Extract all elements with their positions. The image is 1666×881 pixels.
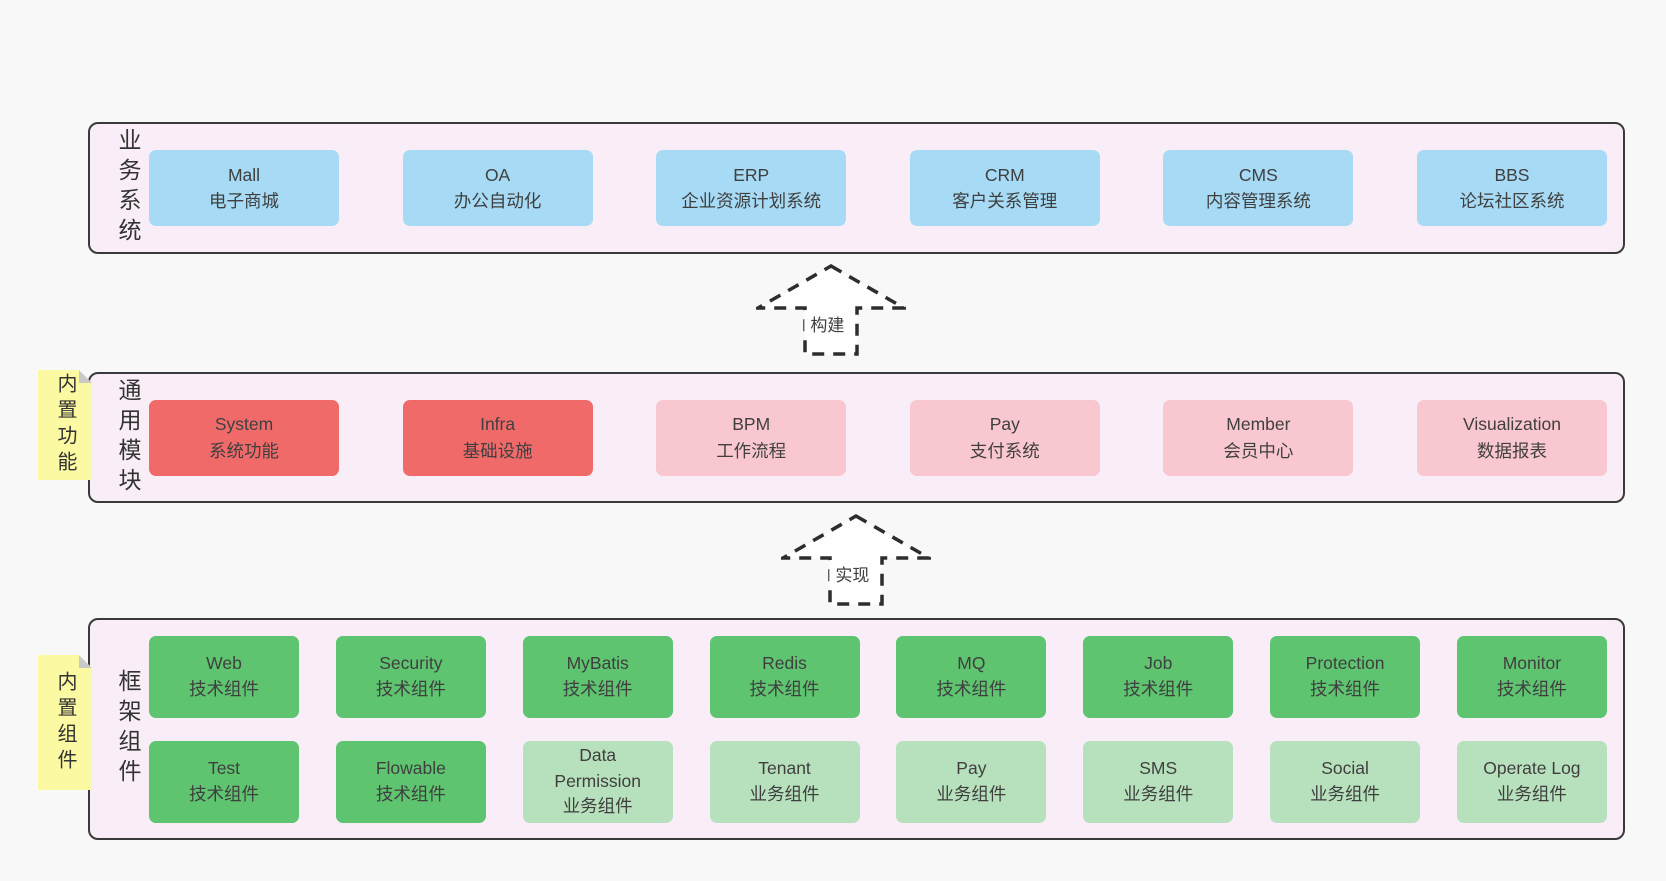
- framework-row-2: Test 技术组件 Flowable 技术组件 Data Permission …: [149, 740, 1607, 823]
- box-protection: Protection 技术组件: [1270, 635, 1421, 718]
- box-security: Security 技术组件: [335, 635, 486, 718]
- framework-layer-label: 框架组件: [115, 669, 141, 789]
- box-bbs: BBS 论坛社区系统: [1416, 150, 1607, 226]
- builtin-features-sticky: 内置功能: [38, 370, 92, 480]
- builtin-features-sticky-label: 内置功能: [54, 373, 76, 477]
- box-operate-log: Operate Log 业务组件: [1456, 740, 1607, 823]
- common-modules-layer: 通用模块 System 系统功能 Infra 基础设施 BPM 工作流程 Pay…: [88, 372, 1625, 503]
- builtin-components-sticky: 内置组件: [38, 655, 92, 790]
- box-mybatis: MyBatis 技术组件: [522, 635, 673, 718]
- box-visualization: Visualization 数据报表: [1416, 399, 1607, 476]
- box-mall: Mall 电子商城: [149, 150, 339, 226]
- modules-boxes-row: System 系统功能 Infra 基础设施 BPM 工作流程 Pay 支付系统…: [149, 399, 1607, 476]
- build-arrow: 构建: [756, 264, 906, 356]
- box-member: Member 会员中心: [1163, 399, 1354, 476]
- box-crm: CRM 客户关系管理: [909, 150, 1100, 226]
- framework-components-layer: 框架组件 Web 技术组件 Security 技术组件 MyBatis 技术组件…: [88, 618, 1625, 840]
- box-social: Social 业务组件: [1270, 740, 1421, 823]
- box-flowable: Flowable 技术组件: [335, 740, 486, 823]
- box-infra: Infra 基础设施: [402, 399, 593, 476]
- box-sms: SMS 业务组件: [1083, 740, 1234, 823]
- build-arrow-label: 构建: [804, 310, 851, 337]
- box-data-permission: Data Permission 业务组件: [522, 740, 673, 823]
- box-bpm: BPM 工作流程: [656, 399, 847, 476]
- box-oa: OA 办公自动化: [402, 150, 593, 226]
- box-job: Job 技术组件: [1083, 635, 1234, 718]
- implement-arrow-label: 实现: [829, 560, 876, 587]
- builtin-components-sticky-label: 内置组件: [54, 670, 76, 775]
- box-test: Test 技术组件: [149, 740, 299, 823]
- box-cms: CMS 内容管理系统: [1163, 150, 1354, 226]
- box-system: System 系统功能: [149, 399, 339, 476]
- framework-boxes-grid: Web 技术组件 Security 技术组件 MyBatis 技术组件 Redi…: [149, 635, 1607, 823]
- box-redis: Redis 技术组件: [709, 635, 860, 718]
- box-pay-biz: Pay 业务组件: [896, 740, 1047, 823]
- box-monitor: Monitor 技术组件: [1456, 635, 1607, 718]
- business-systems-layer: 业务系统 Mall 电子商城 OA 办公自动化 ERP 企业资源计划系统 CRM…: [88, 122, 1625, 254]
- business-boxes-row: Mall 电子商城 OA 办公自动化 ERP 企业资源计划系统 CRM 客户关系…: [149, 150, 1607, 226]
- framework-row-1: Web 技术组件 Security 技术组件 MyBatis 技术组件 Redi…: [149, 635, 1607, 718]
- implement-arrow: 实现: [781, 514, 931, 606]
- box-web: Web 技术组件: [149, 635, 299, 718]
- modules-layer-label: 通用模块: [115, 377, 141, 498]
- box-erp: ERP 企业资源计划系统: [656, 150, 847, 226]
- business-layer-label: 业务系统: [115, 128, 141, 248]
- box-pay: Pay 支付系统: [909, 399, 1100, 476]
- box-mq: MQ 技术组件: [896, 635, 1047, 718]
- box-tenant: Tenant 业务组件: [709, 740, 860, 823]
